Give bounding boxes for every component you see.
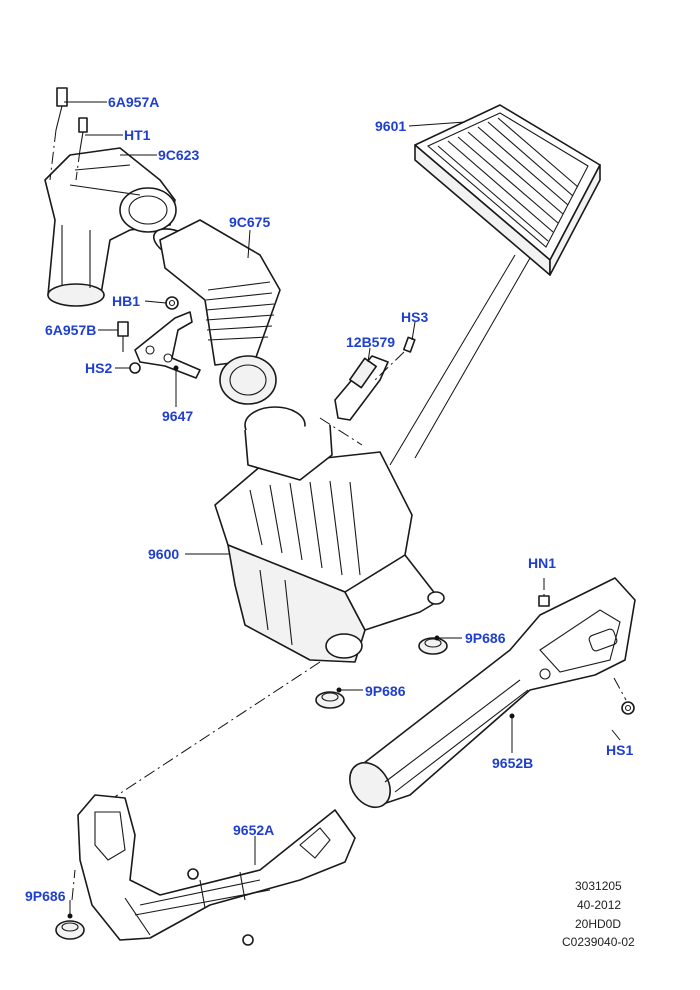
bellows-hose (153, 219, 281, 405)
label-9652b: 9652B (492, 755, 533, 771)
air-cleaner-housing (214, 406, 445, 663)
label-hs2: HS2 (85, 360, 112, 376)
screw-hs2 (129, 362, 141, 374)
reference-line-2: 40-2012 (577, 898, 621, 912)
lower-air-duct (77, 794, 356, 946)
label-ht1: HT1 (124, 127, 151, 143)
label-9p686-left: 9P686 (25, 888, 66, 904)
label-9601: 9601 (375, 118, 406, 134)
air-intake-duct (44, 147, 177, 307)
label-hb1: HB1 (112, 293, 140, 309)
nut-hn1 (538, 595, 550, 607)
reference-line-4: C0239040-02 (562, 935, 635, 949)
mounting-bracket (134, 311, 201, 379)
grommet-bottom (315, 691, 345, 709)
reference-line-3: 20HD0D (575, 917, 621, 931)
label-9647: 9647 (162, 408, 193, 424)
label-9652a: 9652A (233, 822, 274, 838)
label-hs3: HS3 (401, 309, 428, 325)
label-9600: 9600 (148, 546, 179, 562)
bolt-ht1 (78, 117, 88, 151)
label-12b579: 12B579 (346, 334, 395, 350)
bolt-6a957a (55, 87, 68, 131)
label-hs1: HS1 (606, 742, 633, 758)
label-9p686-right: 9P686 (465, 630, 506, 646)
air-filter-element (414, 104, 601, 276)
label-hn1: HN1 (528, 555, 556, 571)
label-9c675: 9C675 (229, 214, 270, 230)
screw-hs1 (621, 701, 635, 715)
label-6a957a: 6A957A (108, 94, 159, 110)
label-6a957b: 6A957B (45, 322, 96, 338)
bolt-6a957b (117, 321, 129, 352)
air-inlet-snorkel (349, 577, 636, 809)
grommet-lower-left (55, 920, 85, 940)
label-9p686-bottom: 9P686 (365, 683, 406, 699)
bolt-hb1 (165, 296, 179, 310)
grommet-right (418, 637, 448, 655)
screw-hs3 (402, 336, 416, 353)
mass-air-flow-sensor (334, 355, 389, 421)
label-9c623: 9C623 (158, 147, 199, 163)
reference-line-1: 3031205 (575, 879, 622, 893)
